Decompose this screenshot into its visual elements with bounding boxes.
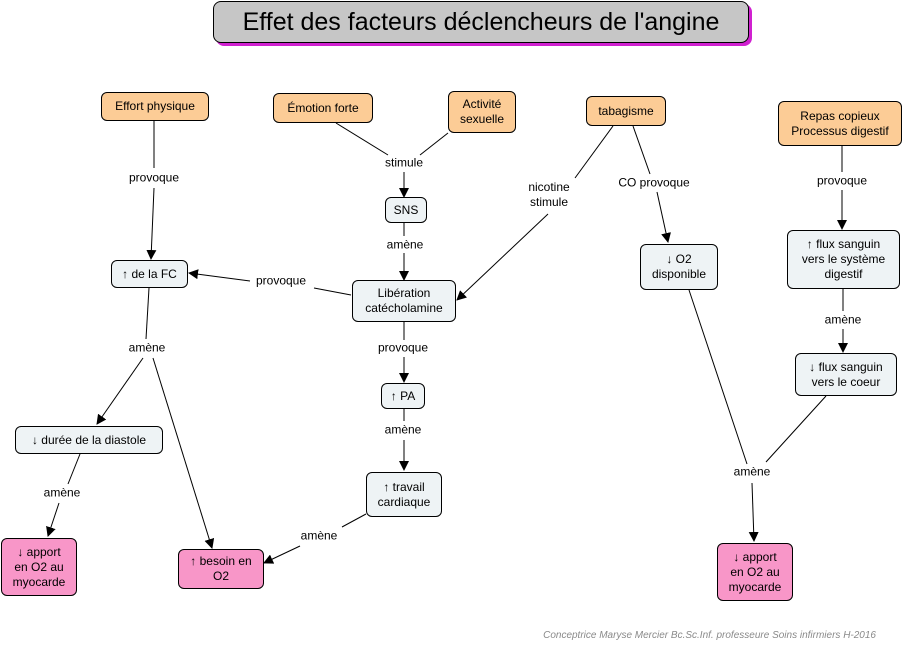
node-o2-disponible: ↓ O2 disponible	[640, 244, 718, 290]
link-label-provoque: provoque	[814, 173, 870, 189]
node-duree-diastole: ↓ durée de la diastole	[15, 426, 163, 454]
link-label-amene: amène	[384, 237, 426, 253]
node-fc: ↑ de la FC	[111, 260, 188, 288]
node-activite-sexuelle: Activité sexuelle	[448, 91, 516, 133]
node-sns: SNS	[385, 197, 427, 223]
link-label-amene: amène	[41, 485, 83, 501]
node-travail-cardiaque: ↑ travail cardiaque	[366, 472, 442, 517]
link-label-provoque: provoque	[253, 273, 309, 289]
link-label-amene: amène	[298, 528, 340, 544]
link-label-provoque: provoque	[126, 170, 182, 186]
node-besoin-o2: ↑ besoin en O2	[178, 549, 264, 589]
link-label-stimule: stimule	[382, 155, 426, 171]
node-repas-copieux: Repas copieux Processus digestif	[778, 101, 902, 146]
node-flux-digestif: ↑ flux sanguin vers le système digestif	[787, 230, 900, 289]
credit-text: Conceptrice Maryse Mercier Bc.Sc.Inf. pr…	[543, 630, 876, 641]
node-pa: ↑ PA	[381, 383, 425, 409]
link-label-co-provoque: CO provoque	[616, 175, 692, 191]
node-liberation-catecholamine: Libération catécholamine	[352, 280, 456, 322]
node-emotion-forte: Émotion forte	[273, 93, 373, 123]
node-tabagisme: tabagisme	[586, 96, 666, 126]
link-label-nicotine-stimule: nicotine stimule	[526, 180, 572, 210]
node-flux-coeur: ↓ flux sanguin vers le coeur	[795, 353, 897, 396]
link-label-amene: amène	[382, 422, 424, 438]
node-apport-o2-left: ↓ apport en O2 au myocarde	[1, 538, 77, 596]
link-label-provoque: provoque	[375, 340, 431, 356]
link-label-amene: amène	[822, 312, 864, 328]
link-label-amene: amène	[731, 464, 773, 480]
page-title: Effet des facteurs déclencheurs de l'ang…	[213, 1, 749, 43]
link-label-amene: amène	[126, 340, 168, 356]
node-effort-physique: Effort physique	[101, 92, 209, 121]
node-apport-o2-right: ↓ apport en O2 au myocarde	[717, 543, 793, 601]
